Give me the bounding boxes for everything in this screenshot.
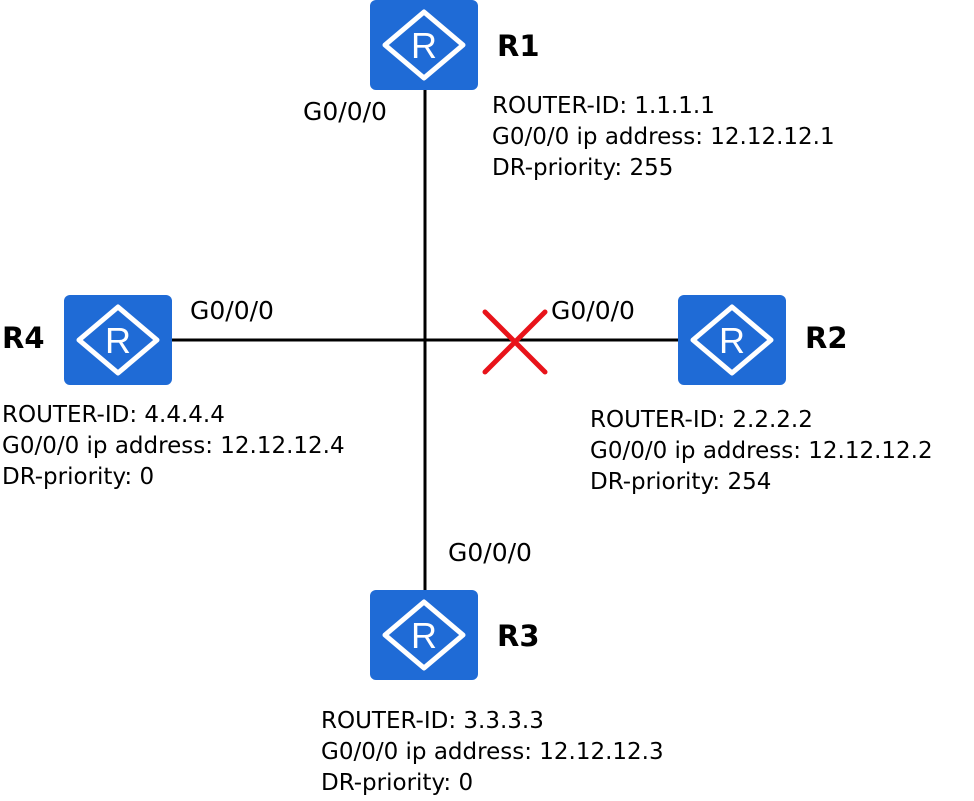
router-r4-interface-label: G0/0/0	[190, 296, 274, 325]
router-r4-info: ROUTER-ID: 4.4.4.4 G0/0/0 ip address: 12…	[2, 400, 345, 493]
router-r2[interactable]: R	[678, 295, 786, 385]
router-r3-ip-address: G0/0/0 ip address: 12.12.12.3	[321, 739, 664, 765]
router-r1[interactable]: R	[370, 0, 478, 90]
svg-text:R: R	[411, 25, 437, 66]
router-r2-interface-label: G0/0/0	[551, 296, 635, 325]
router-r2-ip-address: G0/0/0 ip address: 12.12.12.2	[590, 438, 933, 464]
svg-text:R: R	[719, 320, 745, 361]
router-r4-name: R4	[2, 321, 45, 355]
router-icon: R	[382, 599, 466, 671]
router-r1-interface-label: G0/0/0	[303, 97, 387, 126]
router-r3-info: ROUTER-ID: 3.3.3.3 G0/0/0 ip address: 12…	[321, 706, 664, 799]
router-r4-dr-priority: DR-priority: 0	[2, 464, 155, 490]
router-r2-info: ROUTER-ID: 2.2.2.2 G0/0/0 ip address: 12…	[590, 405, 933, 498]
router-r1-name: R1	[497, 29, 540, 63]
router-r3-dr-priority: DR-priority: 0	[321, 770, 474, 796]
router-r1-router-id: ROUTER-ID: 1.1.1.1	[492, 93, 715, 119]
router-icon: R	[76, 304, 160, 376]
router-r3-router-id: ROUTER-ID: 3.3.3.3	[321, 708, 544, 734]
router-r1-ip-address: G0/0/0 ip address: 12.12.12.1	[492, 124, 835, 150]
router-r3-interface-label: G0/0/0	[448, 538, 532, 567]
router-r4-router-id: ROUTER-ID: 4.4.4.4	[2, 402, 225, 428]
router-r2-name: R2	[805, 321, 848, 355]
router-r2-dr-priority: DR-priority: 254	[590, 469, 772, 495]
router-r2-router-id: ROUTER-ID: 2.2.2.2	[590, 407, 813, 433]
link-down-x-icon	[482, 309, 548, 375]
router-r1-info: ROUTER-ID: 1.1.1.1 G0/0/0 ip address: 12…	[492, 91, 835, 184]
router-r4[interactable]: R	[64, 295, 172, 385]
router-icon: R	[382, 9, 466, 81]
router-r3-name: R3	[497, 619, 540, 653]
router-icon: R	[690, 304, 774, 376]
router-r1-dr-priority: DR-priority: 255	[492, 155, 674, 181]
svg-text:R: R	[411, 615, 437, 656]
router-r3[interactable]: R	[370, 590, 478, 680]
svg-text:R: R	[105, 320, 131, 361]
router-r4-ip-address: G0/0/0 ip address: 12.12.12.4	[2, 433, 345, 459]
